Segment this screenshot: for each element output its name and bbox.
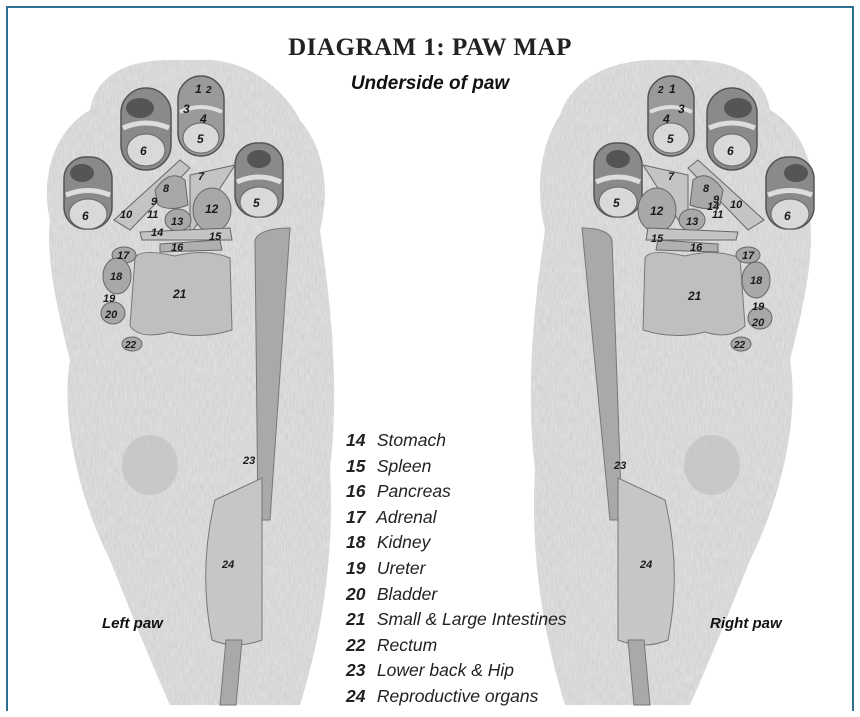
legend-item: 21 Small & Large Intestines [346,607,567,633]
zone-number: 19 [103,293,116,305]
legend-item-label: Stomach [377,430,446,450]
zone-number: 3 [183,102,190,116]
zone-number: 11 [147,209,158,221]
legend-item-label: Small & Large Intestines [377,609,567,629]
zone-number: 6 [727,144,734,158]
zone-number: 12 [205,202,219,216]
legend-item: 18 Kidney [346,530,567,556]
zone-number: 7 [198,171,205,183]
zone-number: 13 [171,216,183,228]
zone-number: 5 [613,196,620,210]
right-dewclaw-pad [684,435,740,495]
zone-number: 21 [172,287,187,301]
zone-number: 7 [668,171,675,183]
left-paw-label: Left paw [102,615,163,632]
legend-item-number: 17 [346,505,372,531]
legend-item-number: 15 [346,454,372,480]
zone-number: 24 [221,559,234,571]
zone-number: 8 [703,183,710,195]
legend-item: 15 Spleen [346,454,567,480]
legend-item-number: 21 [346,607,372,633]
zone-number: 10 [120,209,133,221]
zone-number: 17 [117,250,130,262]
zone-number: 5 [197,132,204,146]
zone-number: 9 [151,196,158,208]
zone-number: 22 [124,340,137,351]
zone-number: 4 [662,112,670,126]
legend-item-number: 24 [346,684,372,710]
zone-number: 14 [151,227,163,239]
legend-item-label: Lower back & Hip [377,660,514,680]
zone-number: 16 [171,242,184,254]
legend-item: 16 Pancreas [346,479,567,505]
legend-item-number: 19 [346,556,372,582]
legend-item-label: Adrenal [376,507,436,527]
legend-item-number: 14 [346,428,372,454]
zone-number: 23 [242,455,255,467]
legend-item: 19 Ureter [346,556,567,582]
zone-number: 24 [639,559,652,571]
zone-number: 18 [750,275,763,287]
legend-item-label: Ureter [377,558,426,578]
left-dewclaw-pad [122,435,178,495]
legend-item-number: 23 [346,658,372,684]
zone-number: 22 [733,340,746,351]
legend-item: 17 Adrenal [346,505,567,531]
zone-number: 20 [751,317,765,329]
legend-item-number: 20 [346,582,372,608]
zone-number: 16 [690,242,703,254]
zone-number: 18 [110,271,123,283]
legend-item-label: Kidney [377,532,431,552]
zone-number: 6 [784,209,791,223]
zone-number: 6 [140,144,147,158]
zone-number: 13 [686,216,698,228]
zone-number: 8 [163,183,170,195]
zone-number: 19 [752,301,765,313]
diagram-subtitle: Underside of paw [0,73,860,95]
legend-item-number: 22 [346,633,372,659]
legend-item-label: Pancreas [377,481,451,501]
legend-item-number: 16 [346,479,372,505]
left-paw-diagram: 1 2 3 4 5 6 6 7 8 9 10 11 12 13 14 15 16… [47,60,334,705]
zone-number: 20 [104,309,118,321]
legend-item: 14 Stomach [346,428,567,454]
zone-number: 17 [742,250,755,262]
legend-item-label: Reproductive organs [377,686,538,706]
legend-item-label: Spleen [377,456,432,476]
zone-number: 6 [82,209,89,223]
legend-item-label: Bladder [377,584,437,604]
zone-number: 14 [707,201,719,213]
zone-number: 5 [667,132,674,146]
legend-item: 20 Bladder [346,582,567,608]
diagram-title: DIAGRAM 1: PAW MAP [0,34,860,62]
zone-number: 12 [650,204,664,218]
legend-item: 24 Reproductive organs [346,684,567,710]
legend-item: 23 Lower back & Hip [346,658,567,684]
legend-item: 22 Rectum [346,633,567,659]
zone-number: 3 [678,102,685,116]
zone-number: 15 [209,231,222,243]
zone-number: 5 [253,196,260,210]
zone-number: 21 [687,289,702,303]
zone-number: 15 [651,233,664,245]
right-paw-label: Right paw [710,615,782,632]
legend-item-label: Rectum [377,635,437,655]
legend-item-number: 18 [346,530,372,556]
zone-number: 4 [199,112,207,126]
zone-number: 10 [730,199,743,211]
right-paw-diagram: 2 1 3 4 5 6 7 8 9 10 11 14 13 12 5 6 15 … [531,60,814,705]
zone-number: 23 [613,460,626,472]
